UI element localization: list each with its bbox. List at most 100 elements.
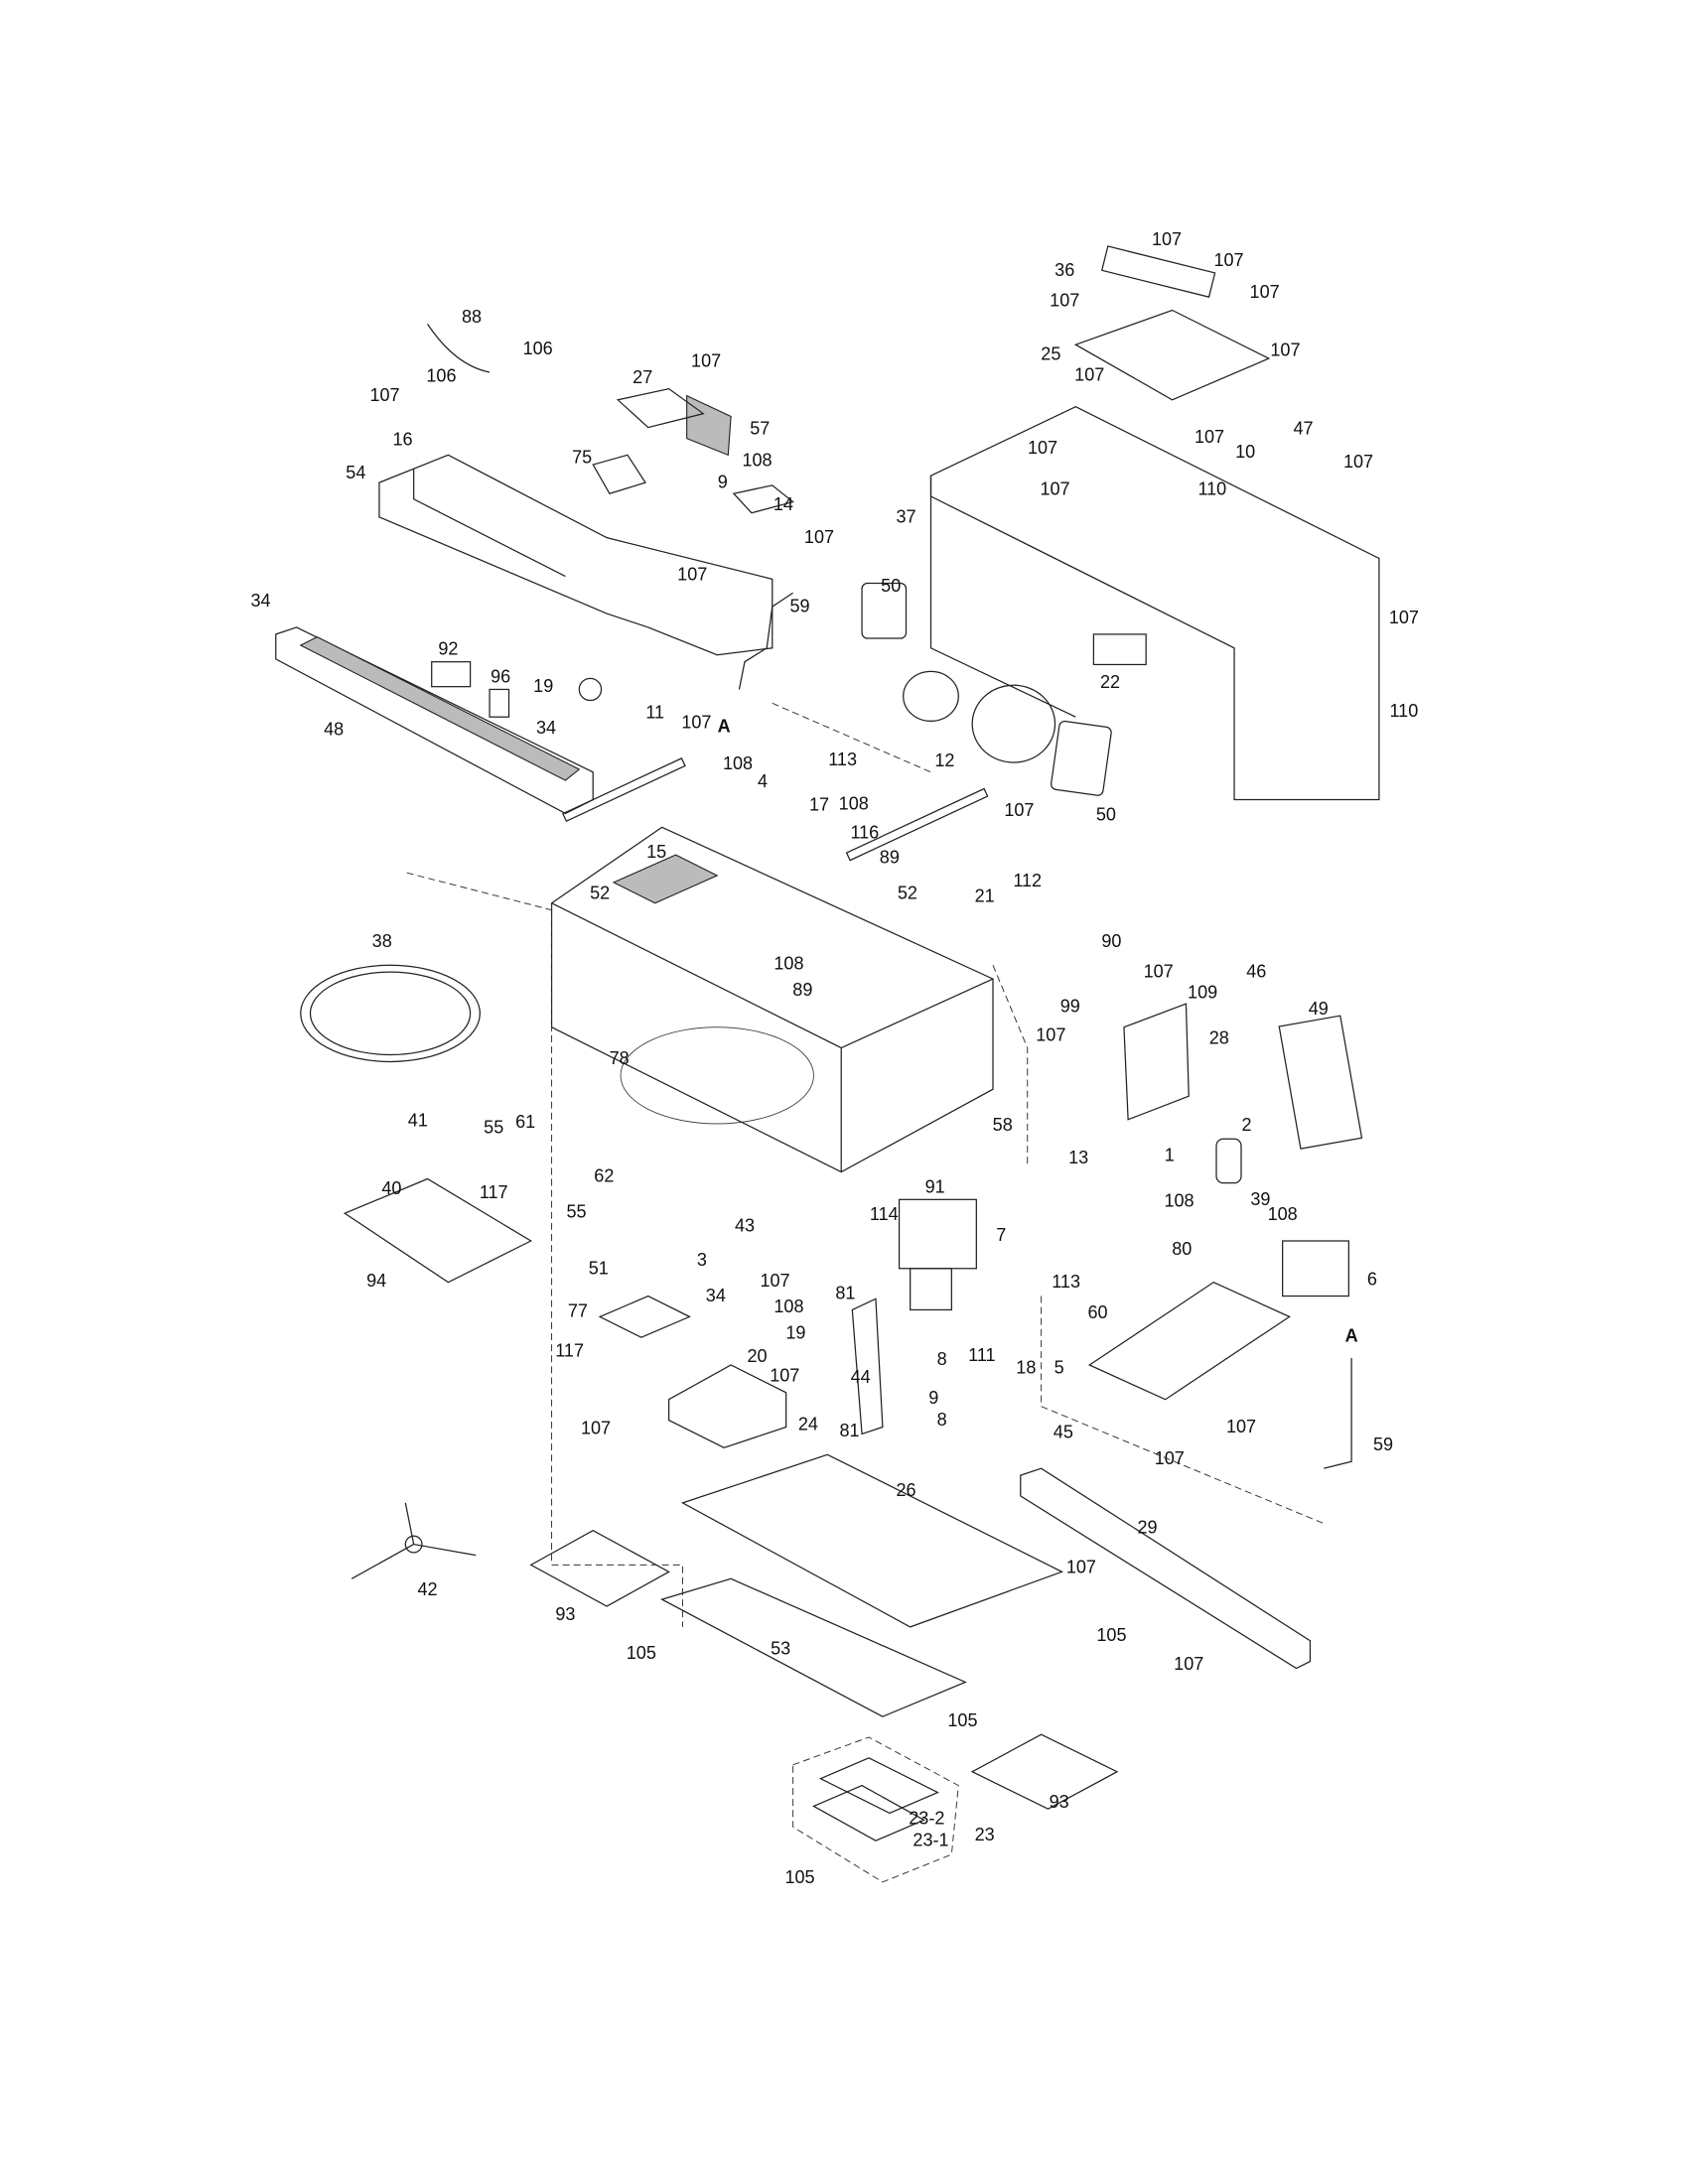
part-number-label: 107 [1174,1654,1203,1674]
part-number-label: 112 [1013,871,1042,890]
part-number-label: 107 [770,1366,799,1386]
part-number-label: 22 [1100,672,1120,692]
part-number-label: 29 [1138,1517,1158,1537]
part-number-label: 107 [804,527,834,547]
fan-bracket-28 [1123,1003,1190,1121]
part-number-label: 50 [881,576,901,596]
part-number-label: 8 [937,1410,947,1430]
part-number-label: 5 [1055,1357,1064,1377]
part-number-label: 1 [1165,1145,1175,1164]
part-number-label: 16 [393,430,413,450]
part-number-label: 105 [1096,1625,1126,1645]
part-number-label: 36 [1055,260,1074,280]
part-number-label: 43 [735,1215,755,1235]
section-marker-label: A [1345,1325,1358,1345]
part-number-label: 55 [484,1118,503,1138]
part-number-label: 9 [928,1388,938,1408]
part-number-label: 21 [975,886,995,905]
part-number-label: 28 [1209,1027,1229,1047]
part-number-label: 93 [1050,1792,1069,1812]
part-number-label: 27 [633,367,652,387]
part-number-label: 107 [1036,1025,1065,1045]
bracket-24 [667,1364,787,1449]
part-number-label: 18 [1016,1357,1036,1377]
part-number-label: 42 [418,1579,438,1599]
part-number-label: 116 [850,822,879,842]
part-number-label: 91 [925,1176,945,1196]
roller-ring-38 [300,964,481,1063]
part-number-label: 34 [536,718,556,738]
part-number-label: 10 [1235,442,1255,462]
part-number-label: 107 [1343,452,1373,472]
part-number-label: 11 [645,703,664,723]
part-number-label: 12 [934,751,954,770]
plate-14 [732,484,794,514]
part-number-label: 13 [1068,1148,1088,1167]
part-number-label: 105 [784,1867,814,1887]
line-art [275,245,1380,1883]
part-number-label: 107 [1152,229,1182,249]
part-number-label: 107 [1050,290,1079,310]
part-number-label: 62 [594,1165,614,1185]
part-number-label: 48 [324,719,344,739]
part-number-label: 108 [774,953,803,973]
part-number-label: 49 [1309,999,1329,1019]
gasket-50-left [861,582,908,639]
part-number-label: 107 [1155,1448,1185,1468]
rail-52-right [845,787,989,862]
part-number-label: 52 [590,884,610,903]
part-number-label: 78 [610,1048,630,1068]
part-number-label: 57 [750,418,770,438]
part-number-label: 110 [1197,479,1226,499]
part-number-label: 107 [369,385,399,405]
part-number-label: 45 [1054,1423,1073,1442]
part-number-label: 106 [426,366,456,386]
part-number-label: 58 [993,1115,1013,1135]
part-number-label: 77 [568,1300,588,1320]
lamp-19 [578,677,603,702]
coupler-42 [351,1502,477,1579]
part-number-label: 108 [774,1297,803,1316]
part-number-label: 23-2 [909,1809,944,1829]
part-number-label: 19 [533,676,553,696]
part-number-label: 34 [706,1286,726,1305]
rail-52-left [562,757,686,823]
part-number-label: 107 [1040,479,1069,499]
part-number-label: 61 [515,1112,535,1132]
part-number-label: 23-1 [913,1831,948,1850]
part-number-label: 55 [567,1201,587,1221]
part-number-label: 107 [1004,800,1034,820]
part-number-label: 6 [1367,1269,1377,1289]
part-number-label: 41 [408,1111,428,1131]
part-number-label: 107 [1028,438,1057,458]
part-number-label: 114 [870,1204,899,1224]
cover-49 [1278,1015,1363,1150]
part-number-label: 107 [1270,340,1300,359]
part-number-label: 107 [1195,427,1224,447]
turntable-area [620,1026,814,1125]
part-number-label: 24 [798,1414,818,1433]
part-number-label: 107 [1066,1558,1096,1577]
bracket-77 [598,1295,691,1338]
part-number-label: 107 [1226,1417,1256,1436]
part-number-label: 34 [250,591,270,611]
part-number-label: 37 [896,506,915,526]
part-number-label: 107 [1074,364,1104,384]
part-number-label: 81 [840,1421,860,1440]
part-number-label: 9 [718,473,728,492]
wire-88 [427,324,491,373]
part-number-label: 106 [523,339,553,358]
part-number-label: 107 [1250,282,1280,302]
part-number-label: 53 [771,1639,790,1659]
part-number-label: 92 [438,639,458,659]
part-number-label: 47 [1293,418,1313,438]
part-number-label: 109 [1188,983,1217,1003]
part-number-label: 107 [581,1418,611,1437]
part-number-label: 44 [851,1367,871,1387]
part-number-label: 80 [1172,1239,1192,1259]
magnetron-7 [898,1198,977,1270]
part-number-label: 88 [462,307,482,327]
wire-59 [738,592,793,690]
